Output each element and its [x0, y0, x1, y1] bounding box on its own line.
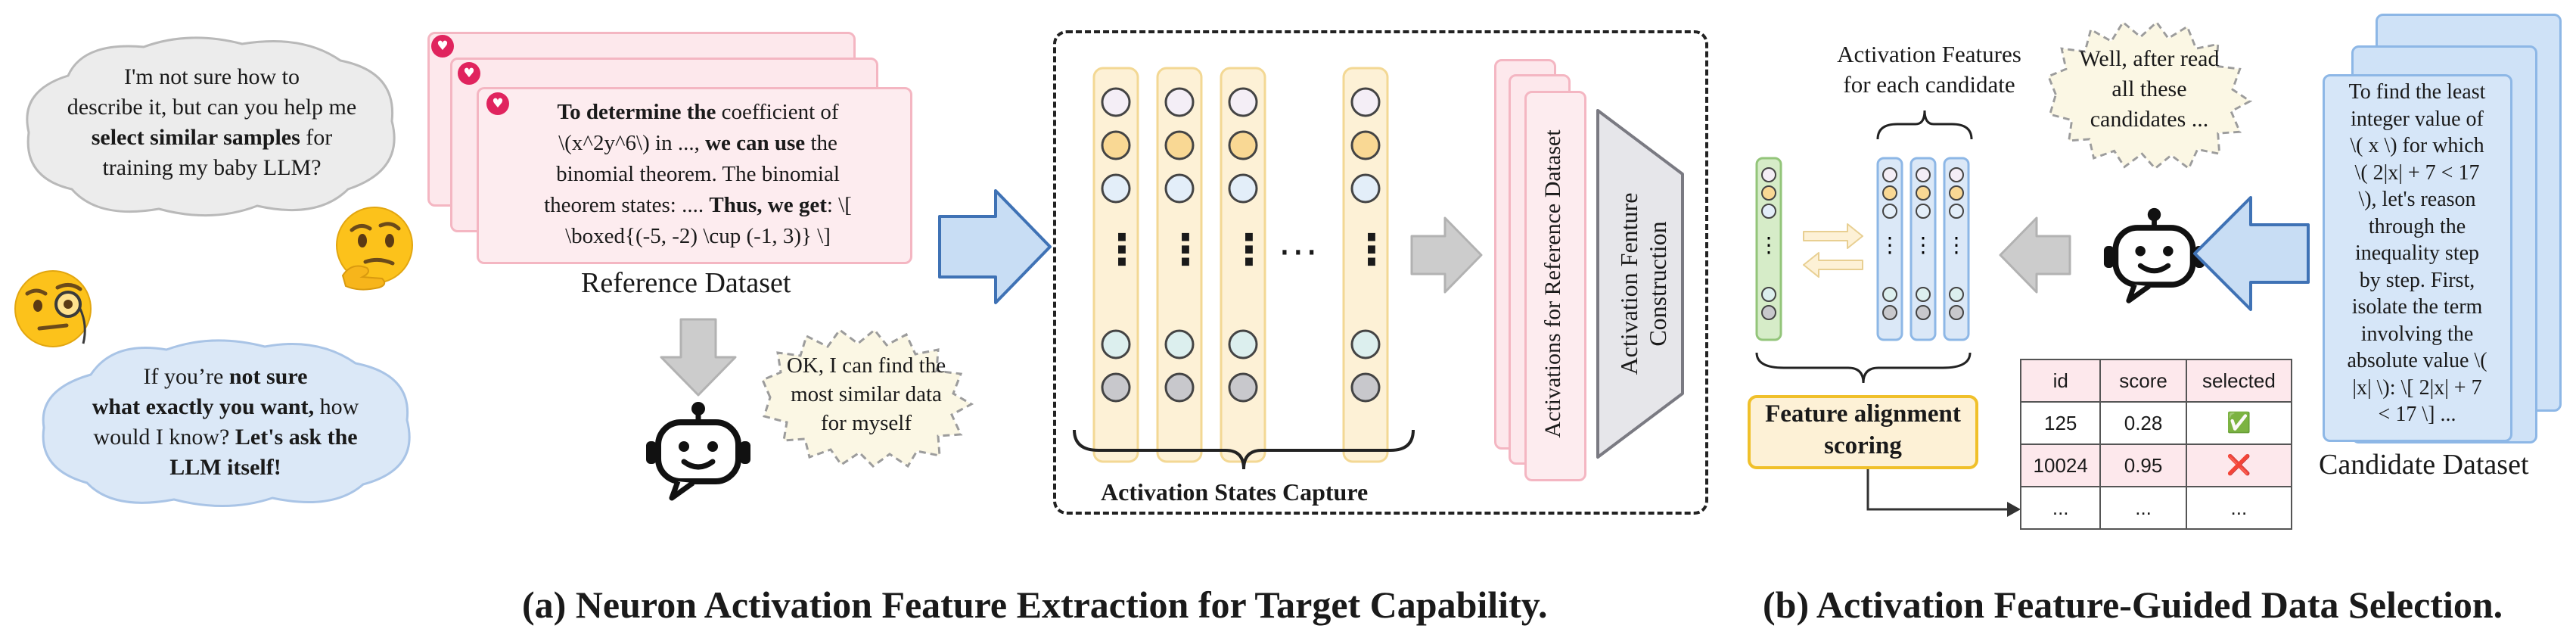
rejected-cross-icon: ❌	[2185, 443, 2293, 487]
robot-icon	[2103, 207, 2205, 303]
candidate-feature-columns: ⋮ ⋮ ⋮	[1876, 157, 1970, 341]
heart-icon: ♥	[486, 92, 509, 115]
feature-construction-block	[1596, 109, 1684, 459]
reference-dataset-label: Reference Dataset	[581, 267, 791, 299]
activation-capture-label: Activation States Capture	[1101, 478, 1369, 506]
feature-alignment-label: Feature alignment scoring	[1765, 400, 1961, 459]
vdots: ⋮	[1228, 226, 1270, 275]
activation-capture-box	[1053, 30, 1708, 515]
heart-icon: ♥	[458, 62, 480, 85]
comparison-arrows	[1803, 223, 1863, 278]
thought-bubble-user	[26, 36, 396, 217]
table-header-row: id score selected	[2019, 359, 2293, 403]
caption-b: (b) Activation Feature-Guided Data Selec…	[1763, 584, 2503, 626]
reference-feature-column: ⋮	[1755, 157, 1782, 341]
table-row: ... ... ...	[2019, 486, 2293, 530]
neuron-column-1	[1092, 67, 1139, 463]
gray-arrow-down	[660, 318, 737, 397]
robot-speech-bubble	[761, 328, 974, 468]
score-table: id score selected 125 0.28 ✅ 10024 0.95 …	[2019, 359, 2293, 530]
horizontal-ellipsis: ···	[1279, 231, 1319, 275]
bottom-brace	[1755, 352, 1972, 384]
activation-features-label: Activation Features for each candidate	[1837, 41, 2021, 98]
feature-alignment-box	[1748, 395, 1978, 469]
cloud-bubble-llm	[42, 339, 411, 507]
user-question-text: I'm not sure how to describe it, but can…	[67, 64, 357, 180]
reference-sample-text: To determine the coefficient of \(x^2y^6…	[544, 100, 852, 248]
table-row: 125 0.28 ✅	[2019, 401, 2293, 445]
blue-arrow-right	[938, 189, 1052, 304]
activation-stack-front	[1524, 91, 1586, 481]
selected-check-icon: ✅	[2185, 401, 2293, 445]
reference-card-front	[477, 87, 912, 264]
header-id: id	[2019, 359, 2102, 403]
header-score: score	[2099, 359, 2187, 403]
svg-text:⋮: ⋮	[1879, 232, 1900, 257]
robot-right-text: Well, after read all these candidates ..…	[2079, 46, 2220, 132]
svg-text:⋮: ⋮	[1946, 232, 1967, 257]
thinking-face-icon	[336, 207, 413, 291]
candidate-sample-text: To find the least integer value of \( x …	[2347, 80, 2487, 426]
blue-arrow-left	[2193, 196, 2310, 311]
gray-arrow-right	[1410, 216, 1483, 294]
candidate-card-front	[2323, 74, 2512, 442]
svg-text:⋮: ⋮	[1913, 232, 1934, 257]
robot-speech-bubble	[2046, 20, 2253, 170]
vdots: ⋮	[1101, 226, 1143, 275]
table-row: 10024 0.95 ❌	[2019, 443, 2293, 487]
vdots: ⋮	[1350, 226, 1393, 275]
svg-text:⋮: ⋮	[1758, 232, 1779, 257]
activations-reference-label: Activations for Reference Dataset	[1540, 129, 1565, 438]
caption-a: (a) Neuron Activation Feature Extraction…	[522, 584, 1548, 626]
header-selected: selected	[2185, 359, 2293, 403]
llm-answer-text: If you’re not sure what exactly you want…	[92, 364, 359, 480]
activation-columns	[1073, 67, 1415, 470]
top-brace	[1876, 110, 1973, 140]
feature-construction-label: Activation Fenture Construction	[1615, 192, 1671, 375]
monocle-face-icon	[14, 270, 92, 347]
gray-arrow-left	[1999, 216, 2071, 294]
heart-icon: ♥	[431, 35, 454, 58]
score-connector-arrow	[1866, 469, 2021, 517]
robot-icon	[646, 402, 750, 501]
neuron-column-2	[1156, 67, 1203, 463]
neuron-column-3	[1220, 67, 1266, 463]
vdots: ⋮	[1164, 226, 1207, 275]
neuron-column-4	[1342, 67, 1389, 463]
candidate-dataset-label: Candidate Dataset	[2319, 449, 2529, 481]
robot-middle-text: OK, I can find the most similar data for…	[786, 353, 946, 435]
